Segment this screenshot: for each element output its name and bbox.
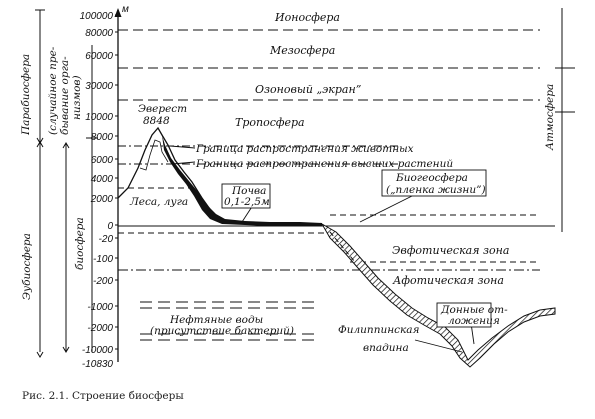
troposphere-label: Тропосфера: [235, 116, 305, 129]
unit-label: м: [122, 4, 129, 15]
biogeosphere-note: („пленка жизни”): [386, 184, 486, 196]
layer-boundaries: [118, 29, 555, 271]
soil-depth: 0,1-2,5м: [224, 196, 270, 208]
parabiosphere-note-3: низмов): [71, 75, 83, 120]
animals-limit-label: Граница распространения животных: [195, 143, 414, 155]
sediments-label-box: [436, 302, 492, 328]
tick-label: 10000: [85, 112, 113, 123]
trench-dash: [329, 231, 356, 263]
oil-water-label: Нефтяные воды: [169, 314, 263, 326]
forests-label: Леса, луга: [129, 196, 188, 208]
tick-label: 80000: [85, 28, 113, 39]
mesosphere-label: Мезосфера: [269, 44, 335, 57]
tick-label: 8000: [91, 132, 114, 143]
tick-label: 100000: [80, 11, 114, 22]
atmosphere-bracket: [555, 8, 575, 232]
figure-caption: Рис. 2.1. Строение биосферы: [22, 390, 184, 402]
tick-label: 30000: [85, 81, 113, 92]
parabiosphere-note-2: бывание орга-: [59, 56, 71, 135]
everest-name: Эверест: [138, 103, 187, 115]
everest-shadow: [162, 135, 322, 226]
soil-label-box: [221, 183, 271, 209]
tick-label: -2000: [87, 323, 113, 334]
tick-label: -1000: [87, 302, 113, 313]
tick-label: 2000: [90, 194, 114, 205]
tick-label: 6000: [91, 155, 114, 166]
aphotic-label: Афотическая зона: [392, 274, 504, 287]
axis-arrow: [114, 8, 122, 17]
parabiosphere-note-1: (случайное пре-: [47, 46, 59, 135]
axis-tick-marks: [115, 14, 118, 350]
plants-limit-label: Граница распространения высших растений: [195, 158, 453, 170]
trench-label-2: впадина: [363, 342, 409, 354]
ozone-label: Озоновый „экран”: [255, 83, 361, 96]
parabiosphere-label: Парабиосфера: [20, 54, 32, 136]
everest-height: 8848: [143, 115, 170, 127]
tick-label: 0: [107, 221, 113, 232]
tick-label: -10830: [82, 359, 114, 370]
tick-label: -200: [93, 276, 113, 287]
sediments-label-2: ложения: [448, 315, 500, 327]
oil-water-dashes: [140, 301, 320, 341]
tick-label: -100: [93, 254, 113, 265]
ocean-floor: [320, 222, 556, 368]
peak-outline: [139, 139, 169, 171]
atmosphere-label: Атмосфера: [544, 84, 556, 151]
biogeosphere-label-box: [381, 169, 487, 197]
oil-water-note: (присутствие бактерий): [150, 325, 294, 337]
left-brackets: [35, 9, 98, 358]
tick-label: 4000: [91, 174, 114, 185]
soil-name: Почва: [231, 185, 266, 197]
trench-label: Филиппинская: [338, 324, 420, 336]
ionosphere-label: Ионосфера: [274, 11, 340, 24]
euphotic-label: Эвфотическая зона: [392, 244, 509, 257]
tick-label: -20: [99, 234, 114, 245]
biogeosphere-label: Биогеосфера: [395, 172, 468, 184]
eubiosphere-label: Эубиосфера: [21, 233, 33, 300]
y-tick-labels: 100000 80000 60000 30000 10000 8000 6000…: [80, 11, 114, 370]
tick-label: 60000: [85, 51, 113, 62]
biosphere-label: биосфера: [74, 217, 86, 270]
sediments-label: Донные от-: [440, 304, 508, 316]
tick-label: -10000: [82, 345, 114, 356]
